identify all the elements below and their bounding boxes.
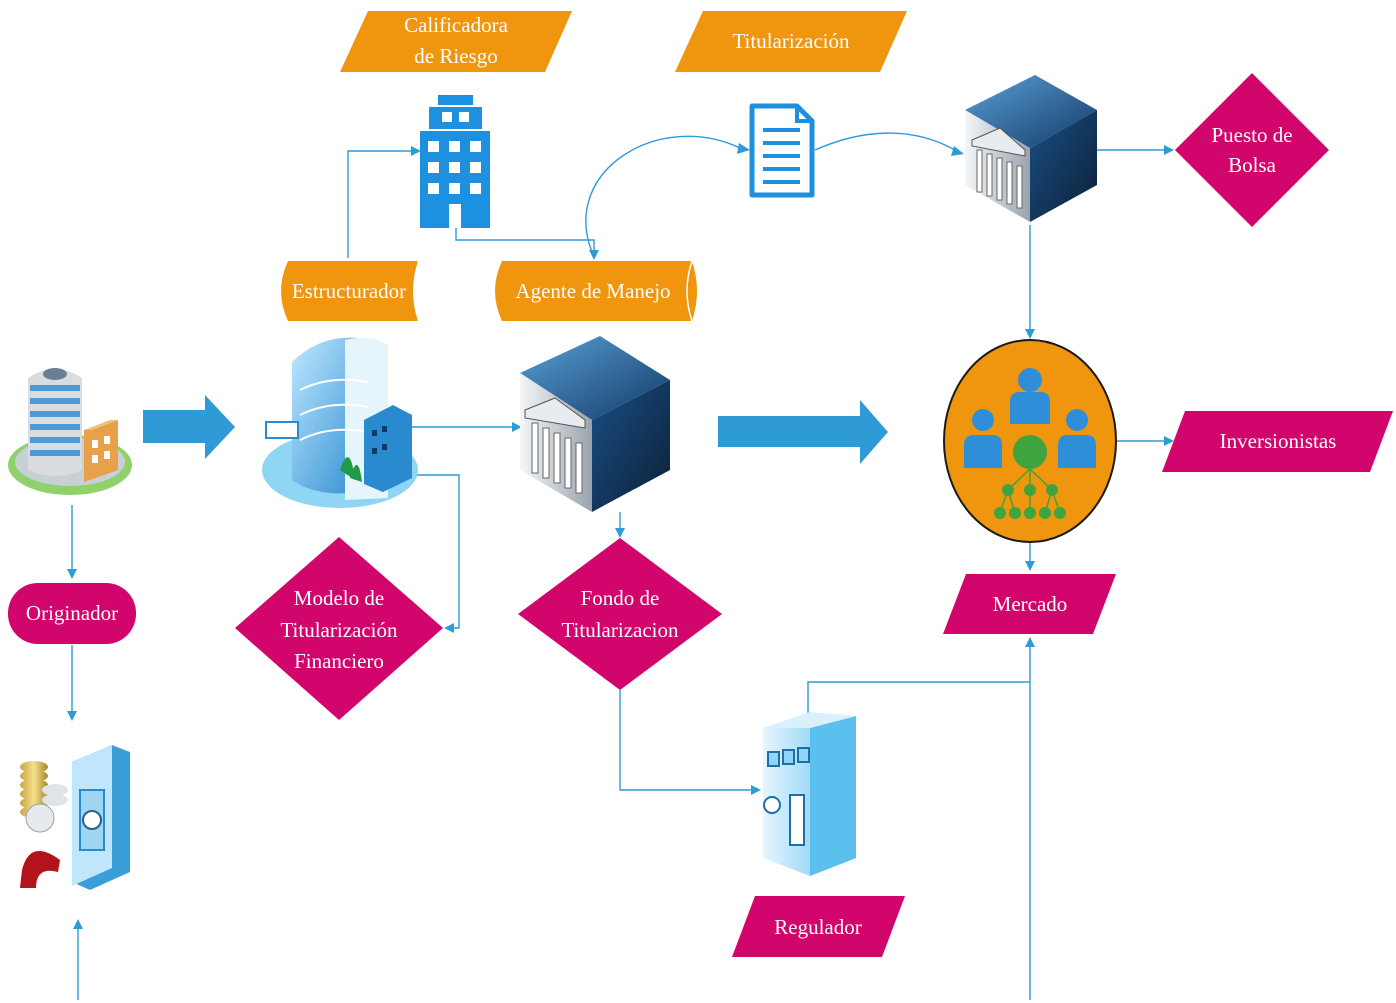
agente-label: Agente de Manejo xyxy=(515,279,670,303)
market-people-icon xyxy=(943,339,1117,543)
fondo-label-line1: Fondo de xyxy=(581,586,660,610)
originador-label: Originador xyxy=(26,601,118,625)
titularizacion-label: Titularización xyxy=(732,29,850,53)
puesto-bolsa-label-line1: Puesto de xyxy=(1211,123,1292,147)
estructurador-node[interactable]: Estructurador xyxy=(281,260,424,322)
modelo-label-line1: Modelo de xyxy=(294,586,384,610)
calificadora-node[interactable]: Calificadora de Riesgo xyxy=(340,11,572,72)
connectors xyxy=(67,132,1174,1000)
mercado-node[interactable]: Mercado xyxy=(943,574,1116,634)
office-tower-icon xyxy=(420,95,490,228)
calificadora-label-line1: Calificadora xyxy=(404,13,508,37)
fondo-label-line2: Titularizacion xyxy=(561,618,679,642)
document-icon xyxy=(749,103,815,198)
modelo-node[interactable]: Modelo de Titularización Financiero xyxy=(235,537,443,720)
agente-node[interactable]: Agente de Manejo xyxy=(495,260,697,322)
vault-coins-icon xyxy=(20,745,130,890)
regulator-kiosk-icon xyxy=(763,712,856,876)
bank-building-icon xyxy=(965,75,1097,222)
modelo-label-line2: Titularización xyxy=(280,618,398,642)
calificadora-label-line2: de Riesgo xyxy=(414,44,497,68)
structurer-building-icon xyxy=(262,337,418,508)
big-arrow-market xyxy=(718,400,888,464)
mercado-label: Mercado xyxy=(993,592,1068,616)
inversionistas-node[interactable]: Inversionistas xyxy=(1162,411,1393,472)
inversionistas-label: Inversionistas xyxy=(1220,429,1337,453)
regulador-node[interactable]: Regulador xyxy=(732,896,905,957)
originator-building-icon xyxy=(8,368,132,495)
big-arrow-originator xyxy=(143,395,235,459)
fondo-node[interactable]: Fondo de Titularizacion xyxy=(518,538,722,690)
puesto-bolsa-node[interactable]: Puesto de Bolsa xyxy=(1175,73,1329,227)
fund-bank-icon xyxy=(520,336,670,512)
titularizacion-node[interactable]: Titularización xyxy=(675,11,907,72)
puesto-bolsa-label-line2: Bolsa xyxy=(1228,153,1277,177)
modelo-label-line3: Financiero xyxy=(294,649,384,673)
estructurador-label: Estructurador xyxy=(292,279,406,303)
regulador-label: Regulador xyxy=(774,915,861,939)
originador-node[interactable]: Originador xyxy=(8,583,136,644)
